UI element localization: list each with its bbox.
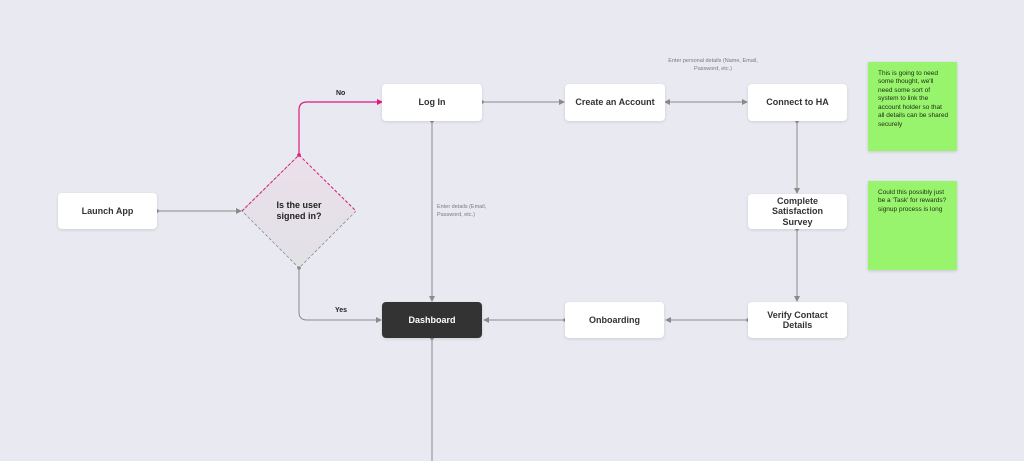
node-dashboard-label: Dashboard bbox=[408, 314, 456, 325]
note-login-details: Enter details (Email, Password, etc.) bbox=[437, 204, 487, 218]
note-personal-details: Enter personal details (Name, Email, Pas… bbox=[668, 58, 758, 72]
edge-label-no: No bbox=[336, 90, 346, 97]
edge-label-yes: Yes bbox=[335, 307, 348, 314]
node-log-in-label: Log In bbox=[418, 97, 446, 108]
node-onboarding[interactable]: Onboarding bbox=[565, 302, 664, 338]
sticky-note-survey[interactable]: Could this possibly just be a 'Task' for… bbox=[868, 181, 957, 270]
decision-diamond-top-edge bbox=[241, 154, 357, 212]
node-log-in[interactable]: Log In bbox=[382, 84, 482, 121]
sticky-note-ha[interactable]: This is going to need some thought, we'l… bbox=[868, 62, 957, 151]
sticky-note-survey-text: Could this possibly just be a 'Task' for… bbox=[878, 189, 947, 213]
node-verify-contact[interactable]: Verify Contact Details bbox=[748, 302, 847, 338]
node-survey-label: Complete Satisfaction Survey bbox=[771, 195, 823, 227]
decision-label: Is the user signed in? bbox=[276, 200, 322, 221]
node-connect-ha[interactable]: Connect to HA bbox=[748, 84, 847, 121]
sticky-note-ha-text: This is going to need some thought, we'l… bbox=[878, 70, 949, 128]
node-dashboard[interactable]: Dashboard bbox=[382, 302, 482, 338]
arrow-head-no bbox=[377, 99, 383, 105]
node-create-account[interactable]: Create an Account bbox=[565, 84, 665, 121]
node-launch-app-label: Launch App bbox=[81, 205, 134, 216]
node-connect-ha-label: Connect to HA bbox=[766, 97, 829, 108]
node-onboarding-label: Onboarding bbox=[589, 314, 640, 325]
node-create-account-label: Create an Account bbox=[575, 97, 655, 108]
node-verify-contact-label: Verify Contact Details bbox=[767, 309, 828, 330]
node-survey[interactable]: Complete Satisfaction Survey bbox=[748, 194, 847, 229]
connector-yes bbox=[298, 268, 381, 321]
connector-no bbox=[298, 101, 382, 155]
node-launch-app[interactable]: Launch App bbox=[58, 193, 157, 229]
